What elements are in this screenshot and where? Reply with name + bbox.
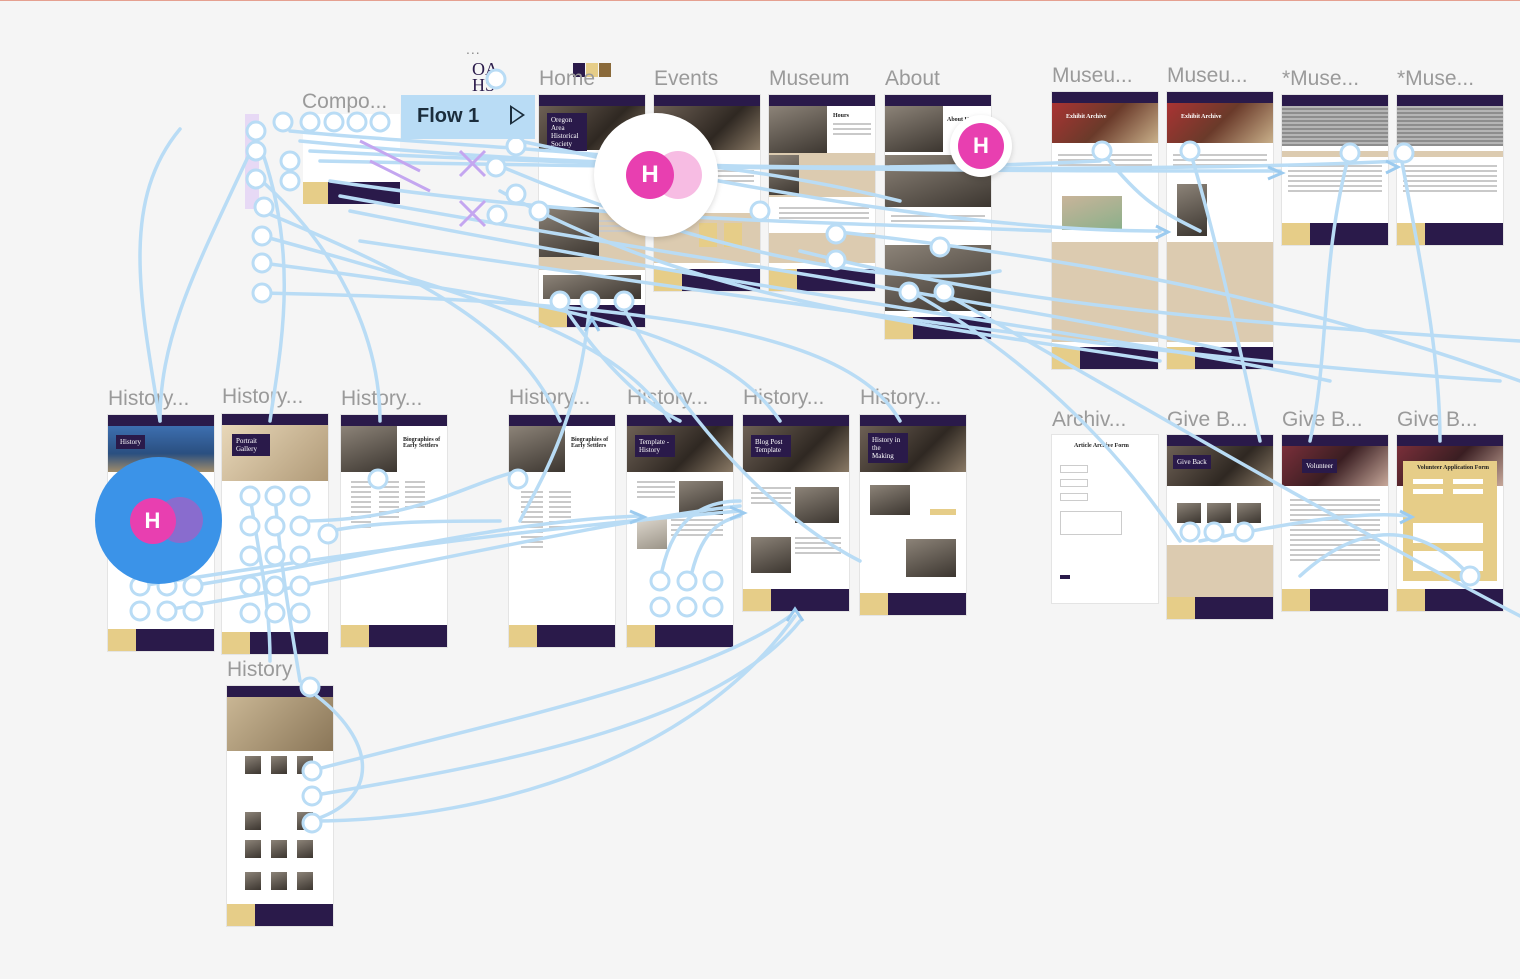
frame-museum[interactable]: Hours <box>769 95 875 291</box>
collaborator-avatar-active[interactable]: H <box>95 457 222 584</box>
frame-give-1[interactable]: Give Back <box>1167 435 1273 619</box>
about-title: About Us <box>947 117 972 123</box>
give-1-title: Give Back <box>1173 455 1211 469</box>
history-1-title: History <box>116 435 145 449</box>
color-swatch-purple[interactable] <box>573 63 585 77</box>
more-icon[interactable]: ... <box>466 41 481 57</box>
frame-label-give-3[interactable]: Give B... <box>1397 408 1478 431</box>
frame-label-history-3[interactable]: History... <box>341 387 423 410</box>
history-7-title: History in the Making <box>868 433 908 463</box>
museum-3-title: Exhibit Archive <box>1181 114 1222 120</box>
frame-museum-4[interactable] <box>1282 95 1388 245</box>
avatar-initial: H <box>626 151 674 199</box>
frame-museum-5[interactable] <box>1397 95 1503 245</box>
home-hero-title: Oregon Area Historical Society <box>547 113 587 151</box>
history-6-title: Blog Post Template <box>751 435 791 457</box>
frame-label-museum-3[interactable]: Museu... <box>1167 64 1248 87</box>
frame-history-8[interactable] <box>227 686 333 926</box>
frame-label-give-1[interactable]: Give B... <box>1167 408 1248 431</box>
avatar-initial: H <box>129 497 176 544</box>
logo-line-2: HS <box>472 75 496 95</box>
frame-label-events[interactable]: Events <box>654 67 719 90</box>
frame-label-history-2[interactable]: History... <box>222 385 304 408</box>
frame-label-history-4[interactable]: History... <box>509 386 591 409</box>
logo-mark: OA HS <box>472 60 498 95</box>
frame-label-museum[interactable]: Museum <box>769 67 850 90</box>
museum-hours-title: Hours <box>833 113 850 119</box>
volunteer-form-panel: Volunteer Application Form <box>1403 461 1497 581</box>
give-2-title: Volunteer <box>1302 459 1338 473</box>
frame-label-archive[interactable]: Archiv... <box>1052 408 1127 431</box>
frame-give-3[interactable]: Volunteer Application Form <box>1397 435 1503 611</box>
flow-start-button[interactable]: Flow 1 <box>401 95 535 139</box>
frame-label-museum-4[interactable]: *Muse... <box>1282 67 1360 90</box>
give-3-title: Volunteer Application Form <box>1417 465 1490 471</box>
play-icon[interactable] <box>510 105 525 125</box>
frame-label-history-6[interactable]: History... <box>743 386 825 409</box>
archive-title: Article Archive Form <box>1074 443 1129 449</box>
flow-label: Flow 1 <box>417 105 480 127</box>
frame-label-history-8[interactable]: History <box>227 658 293 681</box>
frame-archive[interactable]: Article Archive Form <box>1052 435 1158 603</box>
history-2-title: Portrait Gallery <box>232 434 270 456</box>
frame-label-history-5[interactable]: History... <box>627 386 709 409</box>
frame-give-2[interactable]: Volunteer <box>1282 435 1388 611</box>
frame-label-museum-5[interactable]: *Muse... <box>1397 67 1475 90</box>
museum-2-title: Exhibit Archive <box>1066 114 1107 120</box>
frame-history-4[interactable]: Biographies of Early Settlers <box>509 415 615 647</box>
frame-label-about[interactable]: About <box>885 67 940 90</box>
frame-label-give-2[interactable]: Give B... <box>1282 408 1363 431</box>
frame-label-history-1[interactable]: History... <box>108 387 190 410</box>
frame-history-3[interactable]: Biographies of Early Settlers <box>341 415 447 647</box>
frame-label-history-7[interactable]: History... <box>860 386 942 409</box>
frame-label-museum-2[interactable]: Museu... <box>1052 64 1133 87</box>
collaborator-avatar-large[interactable]: H <box>594 113 718 237</box>
frame-museum-3[interactable]: Exhibit Archive <box>1167 92 1273 369</box>
color-swatch-gold[interactable] <box>586 63 598 77</box>
frame-history-5[interactable]: Template - History <box>627 415 733 647</box>
frame-label-home[interactable]: Home <box>539 67 596 90</box>
frame-label-components[interactable]: Compo... <box>302 90 388 113</box>
frame-components[interactable] <box>245 114 400 209</box>
color-swatch-brown[interactable] <box>599 63 611 77</box>
frame-museum-2[interactable]: Exhibit Archive <box>1052 92 1158 369</box>
frame-history-2[interactable]: Portrait Gallery <box>222 414 328 654</box>
collaborator-avatar-small[interactable]: H <box>950 115 1012 177</box>
history-3-title: Biographies of Early Settlers <box>403 437 441 449</box>
avatar-initial: H <box>958 123 1004 169</box>
history-5-title: Template - History <box>635 435 675 457</box>
history-4-title: Biographies of Early Settlers <box>571 437 609 449</box>
frame-history-7[interactable]: History in the Making <box>860 415 966 615</box>
frame-history-6[interactable]: Blog Post Template <box>743 415 849 611</box>
